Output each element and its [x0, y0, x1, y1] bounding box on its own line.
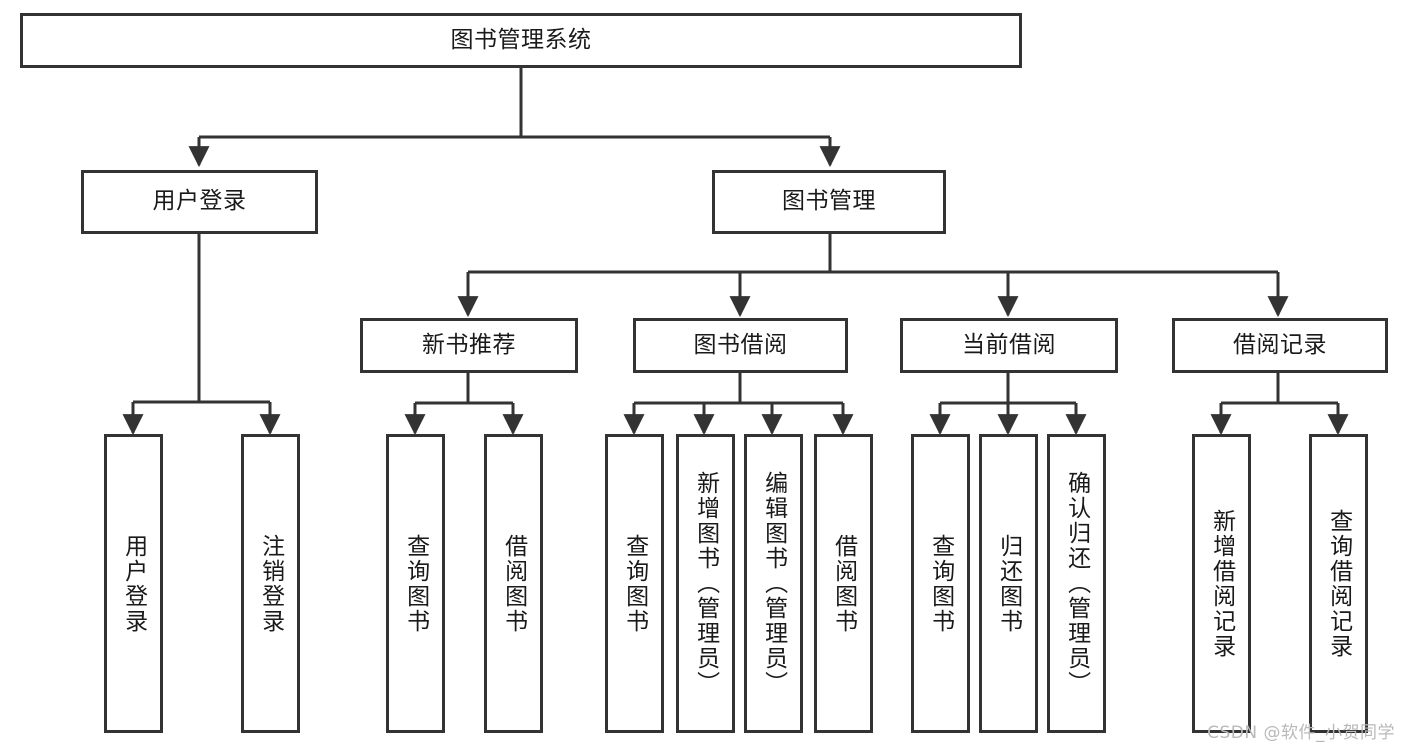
leaf-add-borrow-record[interactable]: 新增借阅记录 [1192, 434, 1251, 733]
leaf-label: 查询借阅记录 [1325, 508, 1352, 659]
leaf-label: 借阅图书 [500, 533, 527, 634]
node-book-management[interactable]: 图书管理 [712, 170, 946, 234]
node-root-label: 图书管理系统 [450, 26, 592, 53]
node-book-borrow[interactable]: 图书借阅 [633, 318, 848, 373]
leaf-logout[interactable]: 注销登录 [241, 434, 300, 733]
leaf-borrow-book-new[interactable]: 借阅图书 [484, 434, 543, 733]
watermark: CSDN @软件_小贺同学 [1207, 723, 1395, 743]
leaf-query-book-borrow[interactable]: 查询图书 [605, 434, 664, 733]
leaf-label: 新增图书（管理员） [692, 471, 719, 696]
leaf-label: 用户登录 [120, 533, 147, 634]
leaf-label: 查询图书 [402, 533, 429, 634]
node-new-book-recommend-label: 新书推荐 [422, 331, 516, 358]
leaf-label: 编辑图书（管理员） [760, 471, 787, 696]
leaf-label: 查询图书 [621, 533, 648, 634]
leaf-confirm-return-admin[interactable]: 确认归还（管理员） [1047, 434, 1106, 733]
leaf-query-book-current[interactable]: 查询图书 [911, 434, 970, 733]
leaf-label: 确认归还（管理员） [1063, 471, 1090, 696]
node-current-borrow-label: 当前借阅 [962, 331, 1056, 358]
node-root[interactable]: 图书管理系统 [20, 13, 1022, 68]
leaf-label: 注销登录 [257, 533, 284, 634]
leaf-borrow-book[interactable]: 借阅图书 [814, 434, 873, 733]
node-current-borrow[interactable]: 当前借阅 [900, 318, 1118, 373]
leaf-add-book-admin[interactable]: 新增图书（管理员） [676, 434, 735, 733]
leaf-edit-book-admin[interactable]: 编辑图书（管理员） [744, 434, 803, 733]
leaf-query-borrow-record[interactable]: 查询借阅记录 [1309, 434, 1368, 733]
node-user-login[interactable]: 用户登录 [81, 170, 318, 234]
node-book-borrow-label: 图书借阅 [693, 331, 788, 358]
node-book-management-label: 图书管理 [782, 188, 876, 215]
leaf-label: 新增借阅记录 [1208, 508, 1235, 659]
leaf-label: 归还图书 [995, 533, 1022, 634]
node-new-book-recommend[interactable]: 新书推荐 [360, 318, 578, 373]
leaf-user-login[interactable]: 用户登录 [104, 434, 163, 733]
node-borrow-record[interactable]: 借阅记录 [1172, 318, 1388, 373]
node-borrow-record-label: 借阅记录 [1233, 331, 1327, 358]
leaf-label: 借阅图书 [830, 533, 857, 634]
leaf-return-book[interactable]: 归还图书 [979, 434, 1038, 733]
node-user-login-label: 用户登录 [152, 188, 247, 215]
leaf-label: 查询图书 [927, 533, 954, 634]
leaf-query-book-new[interactable]: 查询图书 [386, 434, 445, 733]
